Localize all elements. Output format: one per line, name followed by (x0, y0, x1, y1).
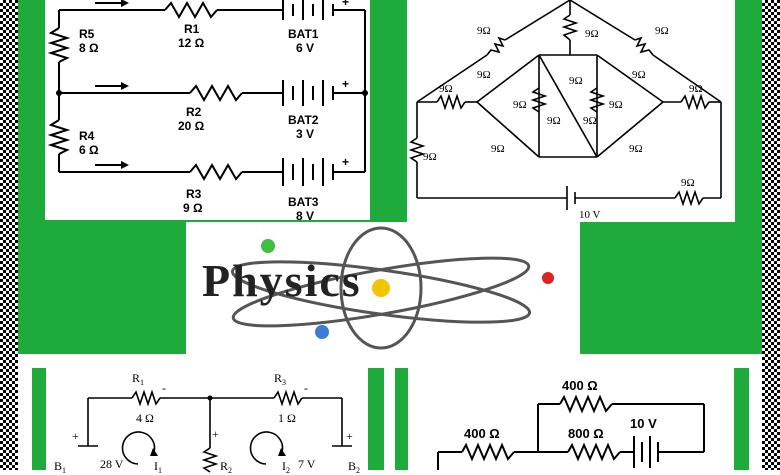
left-checker-border (0, 0, 18, 470)
circuit-panel-ohms: 400 Ω 400 Ω 800 Ω 10 V (408, 368, 734, 470)
network-resistor-label: 9Ω (632, 69, 646, 81)
r1-label: R1 (132, 371, 144, 387)
bat2-plus: + (342, 77, 349, 91)
bat2-label: BAT2 (288, 113, 319, 127)
r4-label: R4 (79, 129, 95, 143)
circuit-panel-batteries: R5 8 Ω R4 6 Ω R1 12 Ω R2 20 Ω R3 9 Ω BAT… (45, 0, 370, 223)
bat1-label: BAT1 (288, 27, 319, 41)
logo-word: Physics (202, 255, 362, 306)
emf-2: 7 V (298, 457, 316, 471)
circuit-diagram-two-loop: R1 - 4 Ω R3 - 1 Ω + + 28 V 7 V B1 B2 I1 … (54, 371, 360, 475)
bat3-label: BAT3 (288, 195, 319, 209)
network-resistor-label: 9Ω (477, 25, 491, 37)
battery-1-label: B1 (54, 459, 66, 475)
bat3-plus: + (342, 155, 349, 169)
network-resistor-label: 9Ω (423, 151, 437, 163)
network-resistor-label: 9Ω (513, 99, 527, 111)
r5-label: R5 (79, 27, 95, 41)
b2-plus: + (346, 429, 353, 443)
r2-label: R2 (220, 459, 232, 475)
bat2-value: 3 V (296, 127, 314, 141)
network-resistor-label: 9Ω (585, 28, 599, 40)
r3-value: 9 Ω (183, 201, 203, 215)
r1-value: 4 Ω (136, 411, 154, 425)
r3-value: 1 Ω (278, 411, 296, 425)
resistor-middle-label: 800 Ω (568, 426, 604, 441)
circuit-panel-two-loop: R1 - 4 Ω R3 - 1 Ω + + 28 V 7 V B1 B2 I1 … (46, 368, 368, 475)
network-source-label: 10 V (579, 209, 601, 221)
r1-value: 12 Ω (178, 36, 205, 50)
network-resistor-label: 9Ω (681, 177, 695, 189)
emf-1: 28 V (100, 457, 124, 471)
network-resistor-label: 9Ω (491, 143, 505, 155)
r5-value: 8 Ω (79, 41, 99, 55)
logo-green-dot (261, 239, 275, 253)
r3-minus: - (304, 381, 308, 395)
right-checker-border (762, 0, 780, 470)
current-i1-label: I1 (154, 459, 162, 475)
bat1-plus: + (342, 0, 349, 9)
network-resistor-label: 9Ω (547, 115, 561, 127)
physics-logo: Physics (202, 226, 554, 350)
r2-plus: + (212, 427, 219, 441)
r1-label: R1 (184, 22, 200, 36)
r3-label: R3 (274, 371, 286, 387)
current-i2-label: I2 (282, 459, 290, 475)
physics-logo-panel: Physics (186, 222, 580, 354)
circuit-panel-network: 9Ω 9Ω 9Ω 9Ω 9Ω 9Ω 9Ω 9Ω 9Ω 9Ω 9Ω 9Ω 9Ω 9… (407, 0, 735, 222)
logo-yellow-dot (372, 279, 390, 297)
r4-value: 6 Ω (79, 143, 99, 157)
circuit-diagram-batteries: R5 8 Ω R4 6 Ω R1 12 Ω R2 20 Ω R3 9 Ω BAT… (47, 0, 368, 223)
circuit-diagram-network: 9Ω 9Ω 9Ω 9Ω 9Ω 9Ω 9Ω 9Ω 9Ω 9Ω 9Ω 9Ω 9Ω 9… (408, 0, 722, 221)
network-resistor-label: 9Ω (439, 83, 453, 95)
network-resistor-label: 9Ω (629, 143, 643, 155)
battery-2-label: B2 (348, 459, 360, 475)
bat3-value: 8 V (296, 209, 314, 223)
r1-minus: - (162, 381, 166, 395)
resistor-left-label: 400 Ω (464, 426, 500, 441)
source-label: 10 V (630, 416, 657, 431)
resistor-top-label: 400 Ω (562, 378, 598, 393)
logo-blue-dot (315, 325, 329, 339)
network-resistor-label: 9Ω (583, 115, 597, 127)
network-resistor-label: 9Ω (689, 83, 703, 95)
r2-label: R2 (186, 105, 202, 119)
circuit-diagram-ohms: 400 Ω 400 Ω 800 Ω 10 V (437, 378, 705, 470)
b1-plus: + (72, 429, 79, 443)
bat1-value: 6 V (296, 41, 314, 55)
network-resistor-label: 9Ω (655, 25, 669, 37)
r3-label: R3 (186, 187, 202, 201)
r2-value: 20 Ω (178, 119, 205, 133)
logo-red-dot (542, 272, 554, 284)
network-resistor-label: 9Ω (569, 75, 583, 87)
network-resistor-label: 9Ω (477, 69, 491, 81)
network-resistor-label: 9Ω (609, 99, 623, 111)
